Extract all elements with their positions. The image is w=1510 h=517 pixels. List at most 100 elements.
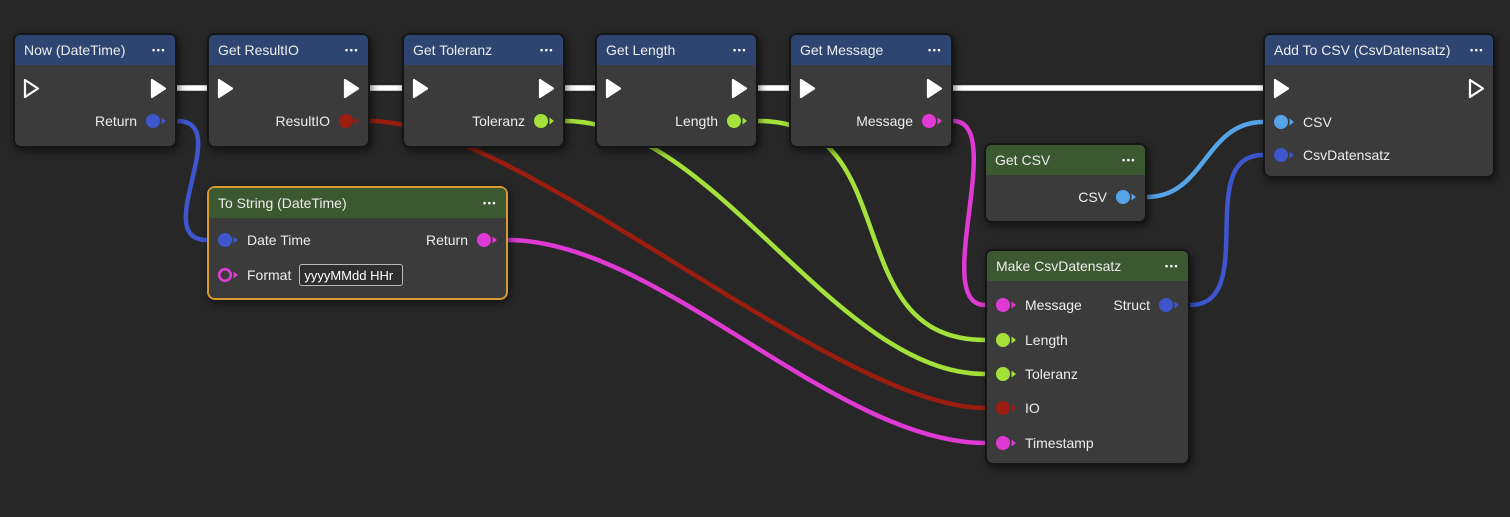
input-pin-toleranz[interactable]	[995, 365, 1017, 383]
input-pin-message[interactable]	[995, 296, 1017, 314]
output-pin-length[interactable]	[726, 112, 748, 130]
node-menu-button[interactable]: •••	[1470, 45, 1484, 55]
data-pin-icon	[996, 298, 1016, 312]
output-pin-return[interactable]	[476, 231, 498, 249]
data-return-to-date-time[interactable]	[174, 118, 210, 243]
node-header[interactable]: Add To CSV (CsvDatensatz)•••	[1265, 35, 1493, 65]
pin-label: Length	[1025, 332, 1068, 348]
node-get-resultio[interactable]: Get ResultIO ••• ResultIO	[207, 33, 370, 148]
exec-pin-icon	[1273, 78, 1290, 98]
exec-pin-icon	[412, 78, 429, 98]
pin-label: Length	[675, 113, 718, 129]
node-menu-button[interactable]: •••	[345, 45, 359, 55]
output-pin-toleranz[interactable]	[533, 112, 555, 130]
pin-label: ResultIO	[275, 113, 330, 129]
data-pin-icon	[922, 114, 942, 128]
node-get-length[interactable]: Get Length••• Length	[595, 33, 758, 148]
data-pin-icon	[996, 401, 1016, 415]
data-pin-icon	[146, 114, 166, 128]
input-pin-length[interactable]	[995, 331, 1017, 349]
exec-out-pin[interactable]	[730, 77, 749, 100]
exec-in-pin[interactable]	[1272, 77, 1291, 100]
node-header[interactable]: Get CSV •••	[986, 145, 1145, 175]
data-pin-icon	[1116, 190, 1136, 204]
node-header[interactable]: Now (DateTime) •••	[15, 35, 175, 65]
exec-out-pin[interactable]	[1467, 77, 1486, 100]
node-header[interactable]: Get ResultIO •••	[209, 35, 368, 65]
node-add-to-csv-csvdatensatz[interactable]: Add To CSV (CsvDatensatz)••• CSV CsvDate…	[1263, 33, 1495, 178]
output-pin-struct[interactable]	[1158, 296, 1180, 314]
exec-in-pin[interactable]	[798, 77, 817, 100]
exec-out-pin[interactable]	[342, 77, 361, 100]
node-header[interactable]: Get Length•••	[597, 35, 756, 65]
input-pin-format[interactable]	[217, 266, 239, 284]
data-pin-icon	[1274, 148, 1294, 162]
input-pin-csv[interactable]	[1273, 113, 1295, 131]
node-title: Get ResultIO	[218, 42, 299, 58]
exec-in-pin[interactable]	[216, 77, 235, 100]
node-menu-button[interactable]: •••	[733, 45, 747, 55]
node-make-csvdatensatz[interactable]: Make CsvDatensatz ••• Message Struct Lengt…	[985, 249, 1190, 465]
node-menu-button[interactable]: •••	[928, 45, 942, 55]
node-menu-button[interactable]: •••	[1122, 155, 1136, 165]
node-header[interactable]: Get Message •••	[791, 35, 951, 65]
output-pin-resultio[interactable]	[338, 112, 360, 130]
node-menu-button[interactable]: •••	[483, 198, 497, 208]
node-menu-button[interactable]: •••	[152, 45, 166, 55]
node-menu-button[interactable]: •••	[540, 45, 554, 55]
data-message-to-message[interactable]	[950, 118, 988, 308]
data-pin-icon	[996, 333, 1016, 347]
data-length-to-length[interactable]	[755, 118, 988, 343]
node-title: Make CsvDatensatz	[996, 258, 1122, 274]
output-pin-return[interactable]	[145, 112, 167, 130]
node-header[interactable]: Make CsvDatensatz •••	[987, 251, 1188, 281]
data-pin-icon	[218, 233, 238, 247]
node-title: Get CSV	[995, 152, 1051, 168]
exec-pin-icon	[799, 78, 816, 98]
pin-label: Message	[856, 113, 913, 129]
exec-in-pin[interactable]	[604, 77, 623, 100]
exec-pin-icon	[731, 78, 748, 98]
exec-in-pin[interactable]	[22, 77, 41, 100]
pin-label: Struct	[1113, 297, 1150, 313]
pin-label: Toleranz	[1025, 366, 1078, 382]
node-title: Get Toleranz	[413, 42, 493, 58]
data-pin-icon	[727, 114, 747, 128]
data-return-to-timestamp[interactable]	[505, 237, 988, 446]
pin-label: Date Time	[247, 232, 311, 248]
exec-out-pin[interactable]	[149, 77, 168, 100]
node-title: Get Message	[800, 42, 884, 58]
data-csv-to-csv[interactable]	[1144, 119, 1266, 200]
exec-out-pin[interactable]	[925, 77, 944, 100]
data-pin-icon	[477, 233, 497, 247]
data-pin-icon	[339, 114, 359, 128]
node-get-toleranz[interactable]: Get Toleranz ••• Toleranz	[402, 33, 565, 148]
data-toleranz-to-toleranz[interactable]	[562, 118, 988, 377]
exec-pin-icon	[538, 78, 555, 98]
input-pin-timestamp[interactable]	[995, 434, 1017, 452]
data-pin-icon	[534, 114, 554, 128]
exec-in-pin[interactable]	[411, 77, 430, 100]
pin-label: Toleranz	[472, 113, 525, 129]
node-get-csv[interactable]: Get CSV•••CSV	[984, 143, 1147, 223]
output-pin-csv[interactable]	[1115, 188, 1137, 206]
input-pin-csvdatensatz[interactable]	[1273, 146, 1295, 164]
input-pin-io[interactable]	[995, 399, 1017, 417]
node-get-message[interactable]: Get Message ••• Message	[789, 33, 953, 148]
pin-value-field[interactable]	[299, 264, 404, 286]
node-title: Now (DateTime)	[24, 42, 126, 58]
pin-label: Return	[425, 232, 468, 248]
node-header[interactable]: To String (DateTime)•••	[209, 188, 506, 218]
output-pin-message[interactable]	[921, 112, 943, 130]
node-header[interactable]: Get Toleranz •••	[404, 35, 563, 65]
input-pin-date-time[interactable]	[217, 231, 239, 249]
data-pin-icon	[996, 367, 1016, 381]
pin-label: Message	[1025, 297, 1082, 313]
node-menu-button[interactable]: •••	[1165, 261, 1179, 271]
exec-out-pin[interactable]	[537, 77, 556, 100]
node-now-datetime[interactable]: Now (DateTime)••• Return	[13, 33, 177, 148]
data-struct-to-csvdatensatz[interactable]	[1187, 152, 1266, 308]
data-pin-icon	[1274, 115, 1294, 129]
